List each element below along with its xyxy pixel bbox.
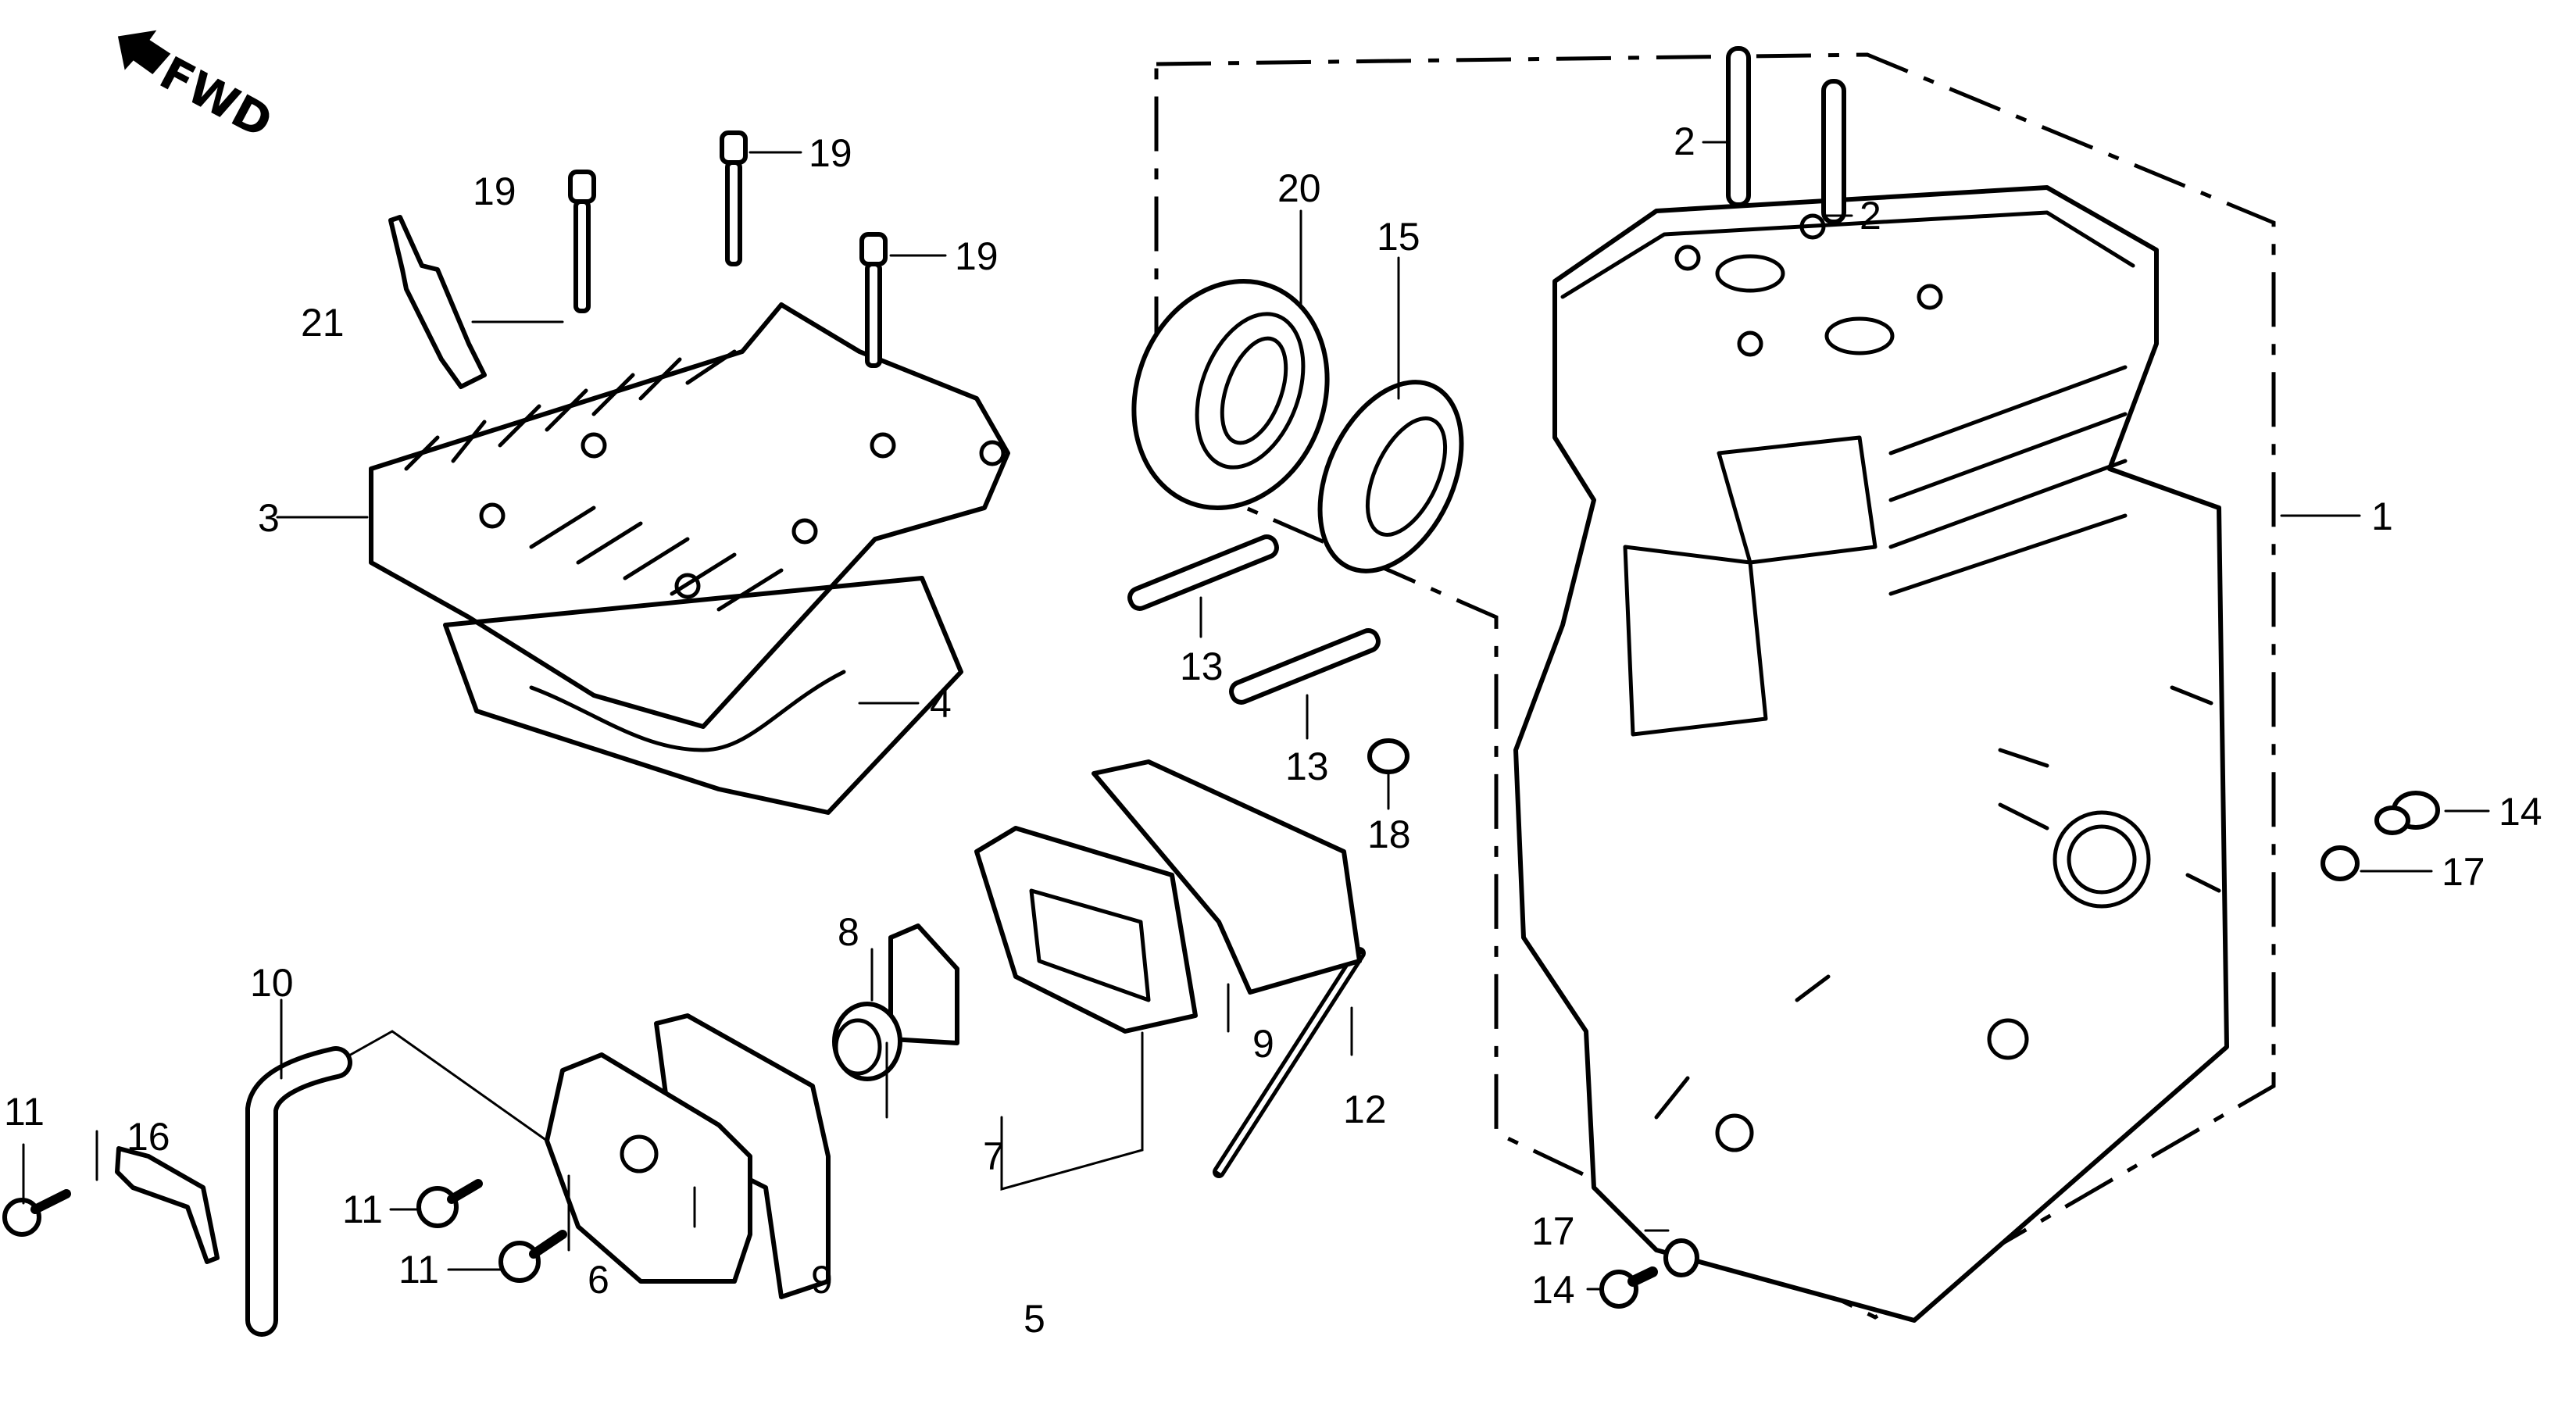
callout-18: 18 <box>1367 813 1411 856</box>
callout-13: 13 <box>1285 745 1329 788</box>
stud-bolt-a <box>1127 534 1279 611</box>
callout-11: 11 <box>398 1248 439 1291</box>
callout-16: 16 <box>127 1115 170 1159</box>
callout-labels: 1 2 2 3 4 5 6 7 8 9 9 10 11 11 11 12 13 … <box>4 120 2542 1341</box>
oil-seal <box>1317 380 1464 573</box>
breather-filter <box>888 923 959 1045</box>
sealing-washer-right <box>2321 845 2360 881</box>
callout-20: 20 <box>1277 166 1321 210</box>
stud-bolt-long <box>1213 947 1366 1178</box>
drain-plug-bottom <box>1599 1266 1658 1309</box>
callout-12: 12 <box>1343 1088 1387 1131</box>
callout-6: 6 <box>588 1258 609 1302</box>
callout-1: 1 <box>2371 495 2393 538</box>
callout-11: 11 <box>4 1090 45 1134</box>
callout-15: 15 <box>1377 215 1420 259</box>
callout-2: 2 <box>1674 120 1695 163</box>
callout-14: 14 <box>2499 790 2542 834</box>
breather-case <box>974 826 1198 1034</box>
drain-plug-right <box>2374 791 2440 835</box>
callout-19: 19 <box>955 234 999 278</box>
leader-10-link <box>346 1030 548 1142</box>
dowel-pin-a <box>1726 46 1751 207</box>
dowel-pin-b <box>1821 79 1846 224</box>
ball-bearing <box>1131 278 1330 511</box>
callout-8: 8 <box>838 910 859 954</box>
breather-tube <box>245 1046 352 1337</box>
head-gasket <box>443 576 963 815</box>
cylinder-head <box>369 302 1010 729</box>
flange-bolt-b <box>416 1179 483 1228</box>
callout-5: 5 <box>1024 1297 1045 1341</box>
callout-19: 19 <box>809 131 852 175</box>
dowel-pin-18 <box>1367 738 1409 774</box>
head-bolt-b <box>720 130 748 266</box>
spark-plug <box>388 215 487 389</box>
callout-4: 4 <box>930 682 952 726</box>
callout-leaders <box>22 141 2490 1291</box>
callout-13: 13 <box>1180 645 1224 688</box>
callout-21: 21 <box>301 301 345 345</box>
callout-10: 10 <box>250 961 294 1005</box>
breather-collar <box>832 1002 902 1081</box>
fwd-indicator: FWD <box>117 30 281 148</box>
fwd-label: FWD <box>152 46 281 148</box>
stud-bolt-b <box>1229 628 1381 705</box>
callout-17: 17 <box>1531 1209 1575 1253</box>
head-bolt-a <box>568 170 596 313</box>
callout-11: 11 <box>342 1188 383 1231</box>
callout-3: 3 <box>258 496 280 540</box>
breather-gasket-right <box>1091 759 1362 995</box>
callout-19: 19 <box>473 170 516 213</box>
breather-cover <box>545 1052 752 1284</box>
head-bolt-c <box>859 232 888 368</box>
callout-17: 17 <box>2442 850 2485 894</box>
arrow-forward-icon <box>117 30 171 75</box>
callout-7: 7 <box>983 1134 1005 1178</box>
cylinder-block <box>1513 185 2229 1323</box>
callout-2: 2 <box>1860 194 1881 238</box>
callout-14: 14 <box>1531 1268 1575 1312</box>
callout-9: 9 <box>1252 1022 1274 1066</box>
leader-5-bracket <box>1000 1031 1144 1191</box>
tube-clamp <box>115 1146 220 1264</box>
flange-bolt-a <box>2 1189 71 1237</box>
sealing-washer-bottom <box>1663 1238 1699 1277</box>
flange-bolt-c <box>498 1230 567 1283</box>
callout-9: 9 <box>811 1258 833 1302</box>
